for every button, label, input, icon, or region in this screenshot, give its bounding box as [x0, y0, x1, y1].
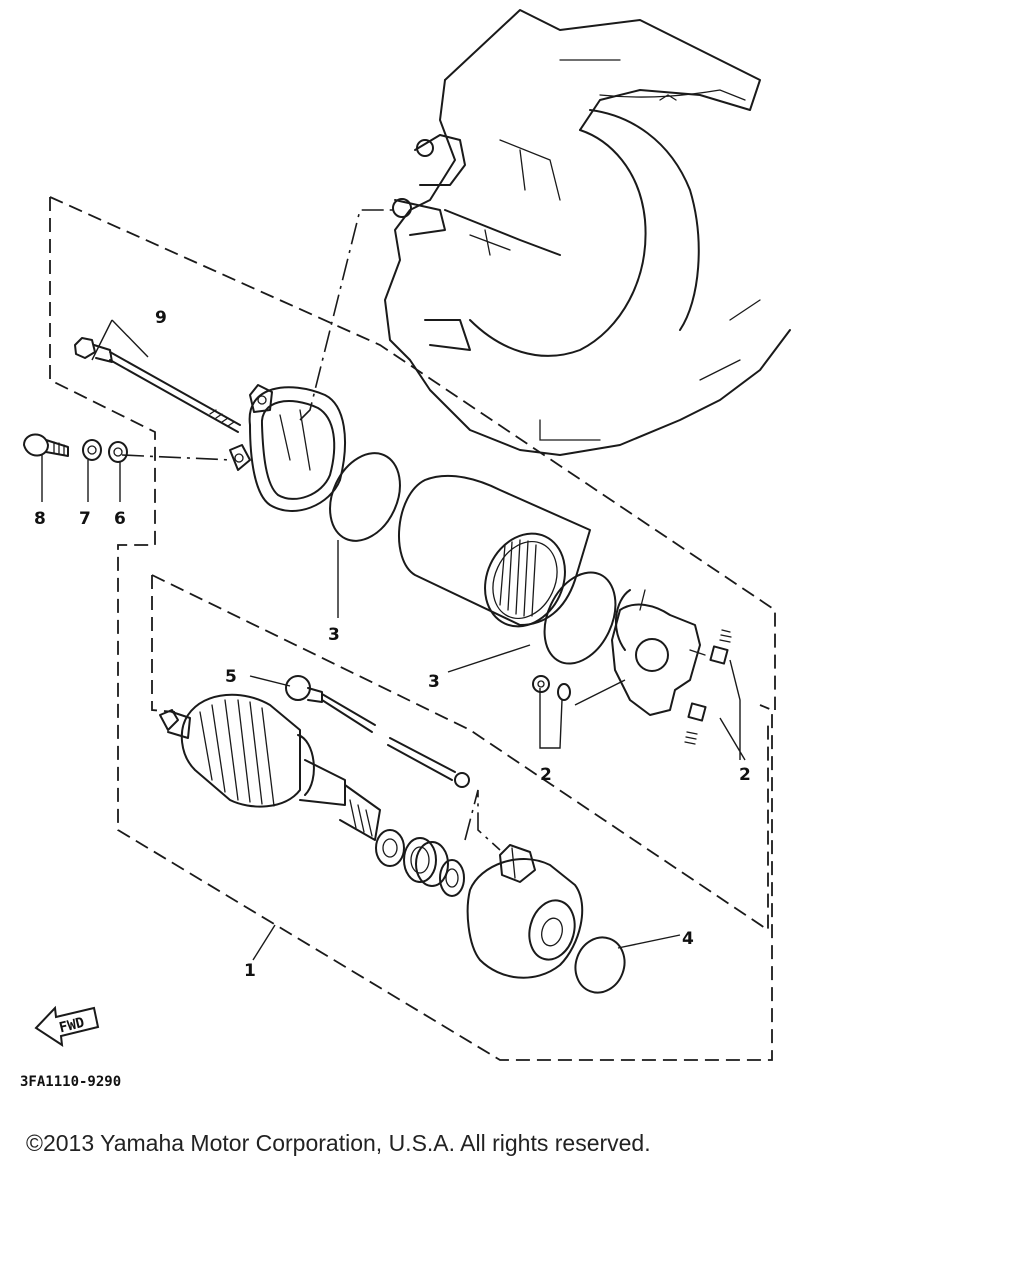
rear-cover	[466, 844, 584, 979]
brush-holder	[532, 589, 732, 745]
callout-2-right: 2	[739, 765, 751, 785]
screw-and-washers	[23, 433, 128, 463]
fwd-arrow-icon: FWD	[34, 1005, 100, 1047]
callout-6: 5	[225, 667, 237, 687]
bearing-set	[375, 829, 465, 897]
fwd-label: FWD	[58, 1015, 86, 1037]
terminal-bolt	[285, 675, 470, 788]
drawing-code: 3FA1110-9290	[20, 1074, 121, 1090]
callout-9: 6	[114, 509, 126, 529]
callout-8: 7	[79, 509, 91, 529]
leader-lines	[41, 209, 746, 961]
yoke-housing	[398, 474, 591, 628]
rear-o-ring	[574, 936, 626, 994]
callout-1: 1	[244, 961, 256, 981]
callout-3-upper: 3	[328, 625, 340, 645]
front-cover	[229, 384, 346, 512]
crankcase-outline	[384, 9, 791, 456]
callout-3-lower: 3	[428, 672, 440, 692]
callout-5: 9	[155, 308, 167, 328]
armature	[159, 693, 381, 841]
copyright-notice: ©2013 Yamaha Motor Corporation, U.S.A. A…	[26, 1130, 651, 1156]
callout-7: 8	[34, 509, 46, 529]
callout-2-left: 2	[540, 765, 552, 785]
callout-4: 4	[682, 929, 694, 949]
o-ring	[329, 452, 617, 665]
through-bolt	[74, 337, 241, 433]
callout-labels: 9 8 7 6 3 3 5 2 2 4 1	[34, 308, 751, 981]
